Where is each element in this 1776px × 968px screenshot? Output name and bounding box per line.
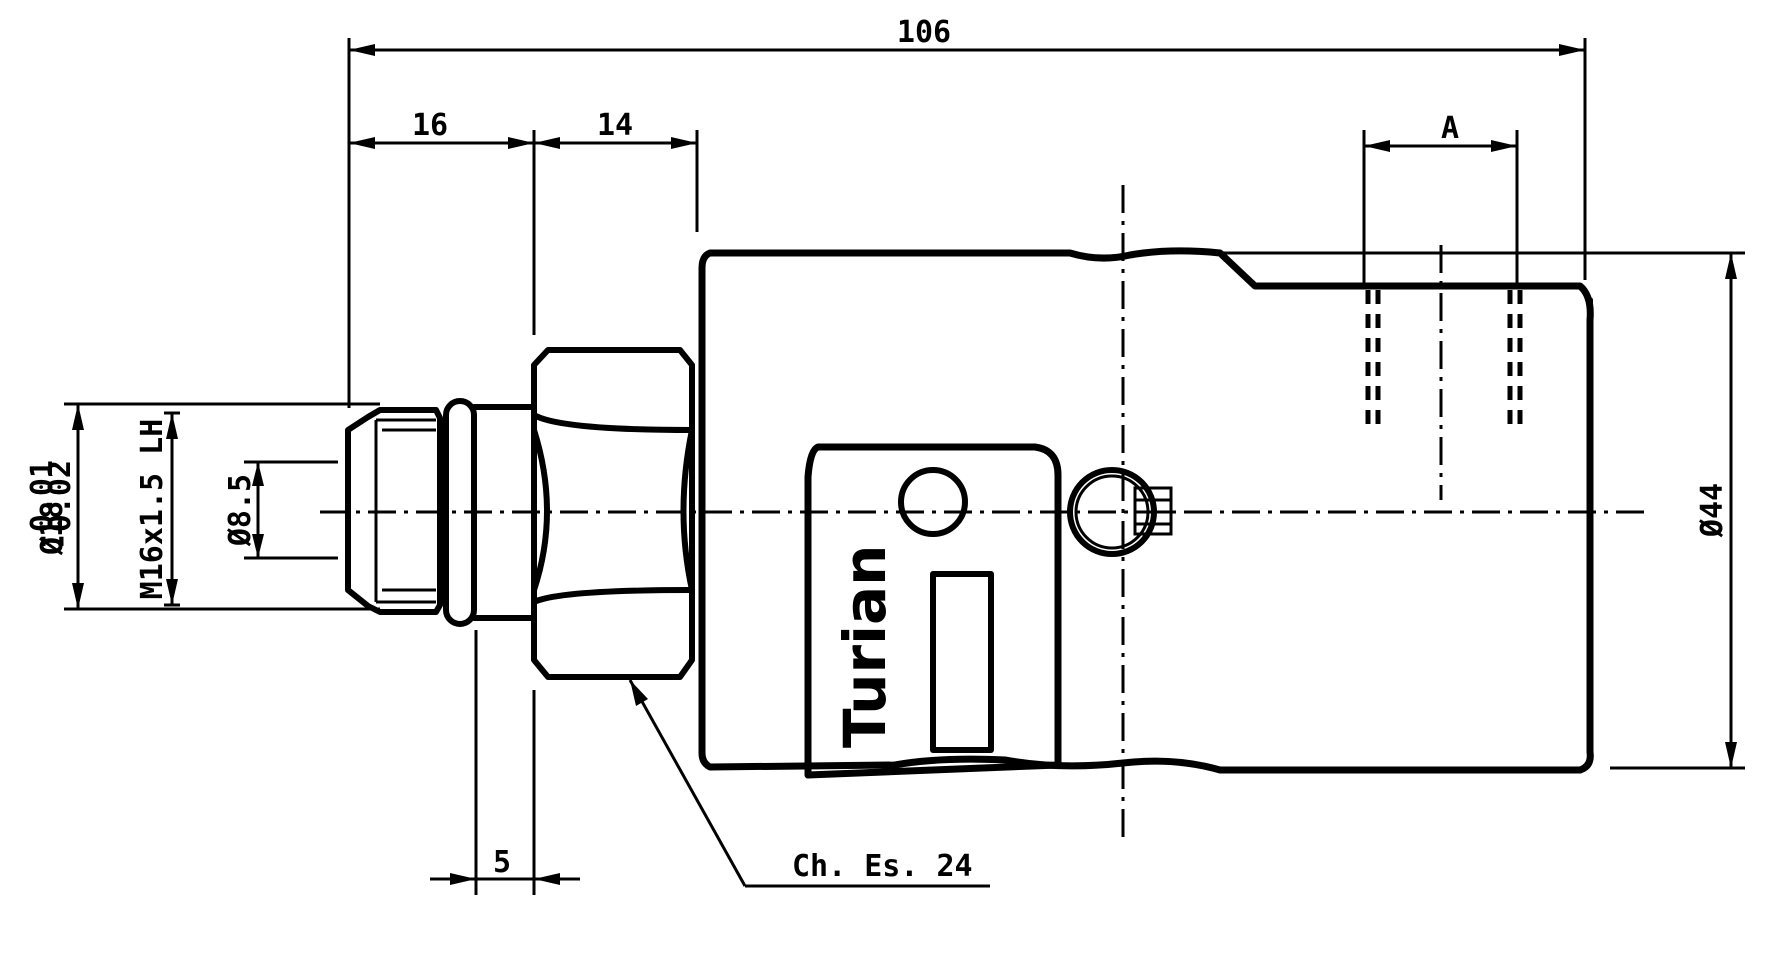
dimension-labels: 106 16 14 A 5 Ø44 Ø18 -0.01 -0.02 M16x1.… <box>25 15 1730 880</box>
dim-body-diameter: Ø44 <box>1695 483 1730 538</box>
mounting-hole <box>898 467 968 537</box>
brand-logo: Turian <box>831 545 899 748</box>
hidden-bearing-lines <box>1365 290 1523 430</box>
dim-bore-diameter: Ø8.5 <box>223 474 258 547</box>
main-body <box>698 247 1594 774</box>
hex-nut <box>531 347 695 680</box>
dim-shaft-diameter: Ø18 <box>35 501 70 556</box>
label-plate: Turian <box>804 443 1062 779</box>
dim-thread: M16x1.5 LH <box>135 419 170 600</box>
o-ring <box>443 398 477 627</box>
dim-shaft-tol-upper: -0.01 <box>25 460 60 550</box>
dim-overall-length: 106 <box>897 15 951 50</box>
dim-hex-length: 14 <box>597 108 633 143</box>
dim-shaft-tol-lower: -0.02 <box>43 460 78 550</box>
center-lines <box>320 185 1650 845</box>
dimension-lines <box>72 44 1737 885</box>
dim-groove-width: 5 <box>493 845 511 880</box>
wrench-size-leader: Ch. Es. 24 <box>628 679 990 888</box>
threaded-shaft <box>345 407 443 615</box>
label-window <box>930 571 994 753</box>
dim-bearing-span: A <box>1441 111 1459 146</box>
side-plug <box>1067 467 1173 557</box>
wrench-size-callout: Ch. Es. 24 <box>792 849 973 884</box>
dim-shaft-length: 16 <box>412 108 448 143</box>
